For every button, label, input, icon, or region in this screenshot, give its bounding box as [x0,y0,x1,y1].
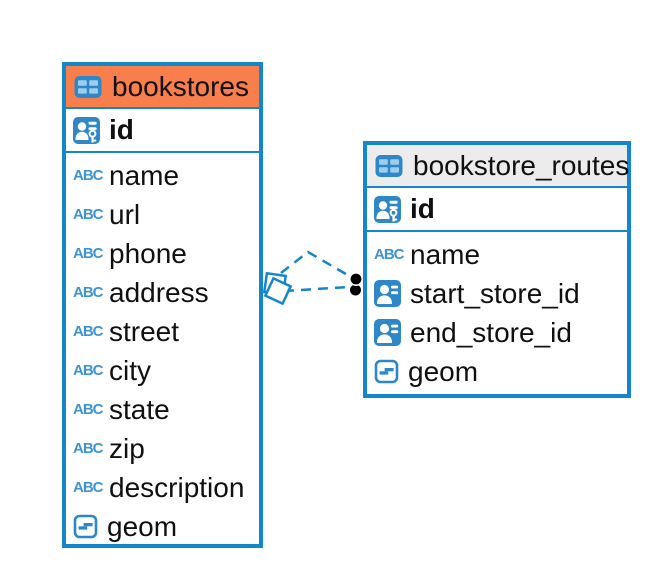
geometry-type-icon [374,359,399,384]
table-header-bookstores[interactable]: bookstores [66,66,259,109]
row-routes-end-store-id[interactable]: end_store_id [367,313,627,352]
row-routes-geom[interactable]: geom [367,352,627,391]
row-bookstores-zip[interactable]: ABC zip [66,429,259,468]
column-name: geom [408,355,479,387]
row-bookstores-phone[interactable]: ABC phone [66,234,259,273]
text-type-icon: ABC [73,323,104,340]
table-icon [375,154,403,178]
row-routes-start-store-id[interactable]: start_store_id [367,274,627,313]
table-title: bookstore_routes [413,149,630,181]
primary-key-user-icon [374,196,401,223]
column-name: street [109,315,180,347]
column-name: phone [109,237,187,269]
table-icon [74,75,102,99]
table-bookstores[interactable]: bookstores id ABC name ABC url ABC phone… [62,62,263,548]
text-type-icon: ABC [73,284,104,301]
column-name: name [109,159,180,191]
text-type-icon: ABC [73,401,104,418]
text-type-icon: ABC [73,167,104,184]
row-bookstores-name[interactable]: ABC name [66,156,259,195]
column-name: city [109,354,151,386]
row-routes-id[interactable]: id [367,188,627,232]
row-bookstores-description[interactable]: ABC description [66,468,259,507]
text-type-icon: ABC [73,245,104,262]
row-bookstores-city[interactable]: ABC city [66,351,259,390]
relation-line-lower[interactable] [283,285,350,293]
row-bookstores-street[interactable]: ABC street [66,312,259,351]
relation-source-diamond-marker[interactable] [262,271,293,306]
column-name: id [109,114,134,145]
row-routes-name[interactable]: ABC name [367,235,627,274]
column-list: ABC name start_store_id end_store_id geo… [367,232,627,391]
column-name: end_store_id [410,316,572,348]
text-type-icon: ABC [73,362,104,379]
table-header-bookstore-routes[interactable]: bookstore_routes [367,145,630,188]
column-name: description [109,471,245,503]
row-bookstores-geom[interactable]: geom [66,507,259,546]
primary-key-user-icon [73,117,100,144]
column-name: name [410,238,481,270]
row-bookstores-address[interactable]: ABC address [66,273,259,312]
relation-target-dot-marker[interactable] [348,271,363,296]
reference-user-icon [374,280,401,307]
text-type-icon: ABC [374,246,405,263]
row-bookstores-url[interactable]: ABC url [66,195,259,234]
table-bookstore-routes[interactable]: bookstore_routes id ABC name start_store… [363,141,631,398]
reference-user-icon [374,319,401,346]
column-name: start_store_id [410,277,580,309]
column-name: state [109,393,170,425]
text-type-icon: ABC [73,206,104,223]
text-type-icon: ABC [73,479,104,496]
column-name: geom [107,510,178,542]
row-bookstores-state[interactable]: ABC state [66,390,259,429]
row-bookstores-id[interactable]: id [66,109,259,153]
column-name: url [109,198,141,230]
column-name: address [109,276,209,308]
column-name: id [410,193,435,224]
column-list: ABC name ABC url ABC phone ABC address A… [66,153,259,546]
column-name: zip [109,432,145,464]
geometry-type-icon [73,514,98,539]
text-type-icon: ABC [73,440,104,457]
relation-line-upper[interactable] [280,250,352,279]
table-title: bookstores [112,70,249,102]
